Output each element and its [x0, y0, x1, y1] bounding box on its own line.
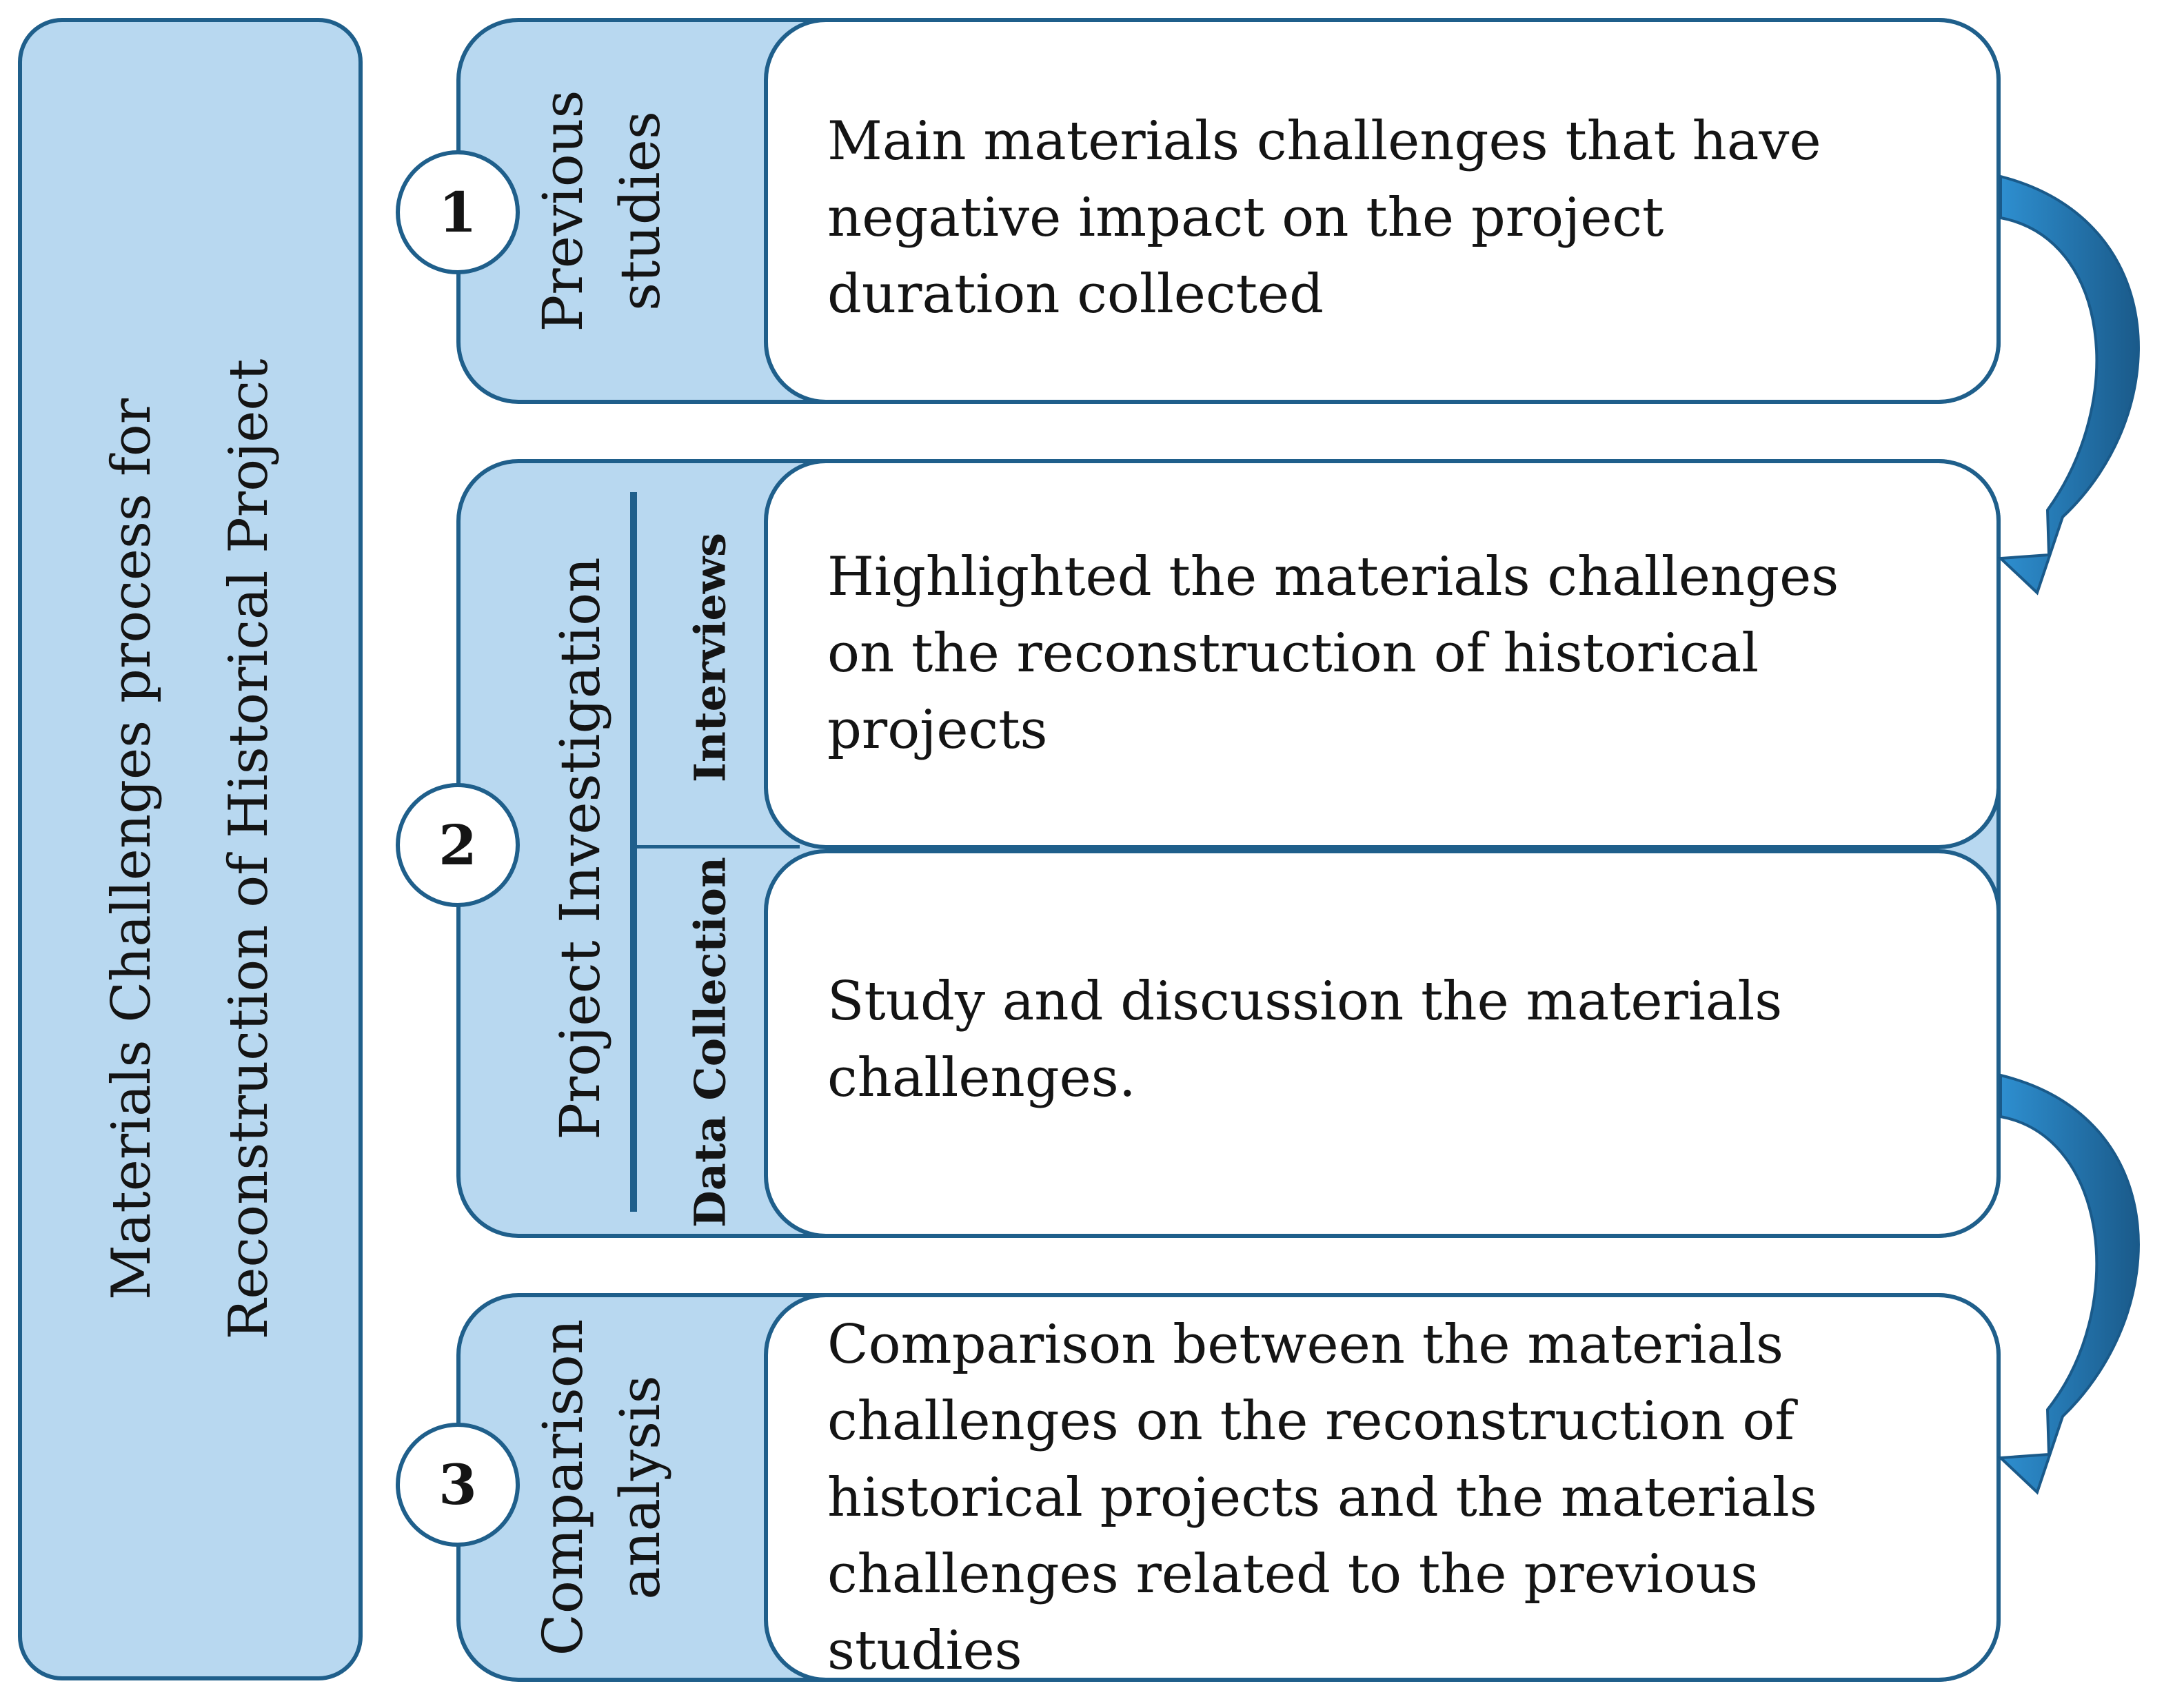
step-3-number: 3: [438, 1452, 477, 1517]
step-3-content-text: Comparison between the materials challen…: [827, 1314, 1817, 1682]
arrow-step1-to-step2: [1997, 174, 2140, 596]
step-2-interviews-content-box: Highlighted the materials challenges on …: [764, 459, 2001, 849]
step-2-horizontal-divider: [637, 845, 800, 848]
step-2-interviews-content-text: Highlighted the materials challenges on …: [827, 546, 1839, 761]
step-3-number-badge: 3: [396, 1423, 520, 1547]
step-1-content-box: Main materials challenges that have nega…: [764, 18, 2001, 404]
step-2-data-collection-content-text: Study and discussion the materials chall…: [827, 971, 1783, 1109]
step-2-vertical-divider: [630, 492, 637, 1212]
step-1-content-text: Main materials challenges that have nega…: [827, 110, 1821, 325]
step-2-number: 2: [438, 813, 477, 877]
process-title-panel: Materials Challenges process for Reconst…: [18, 18, 363, 1680]
step-1-number: 1: [438, 180, 477, 245]
step-1-number-badge: 1: [396, 150, 520, 274]
step-3-content-box: Comparison between the materials challen…: [764, 1293, 2001, 1682]
step-2-data-collection-content-box: Study and discussion the materials chall…: [764, 849, 2001, 1238]
arrow-step2-to-step3: [1997, 1073, 2140, 1495]
step-2-number-badge: 2: [396, 783, 520, 907]
